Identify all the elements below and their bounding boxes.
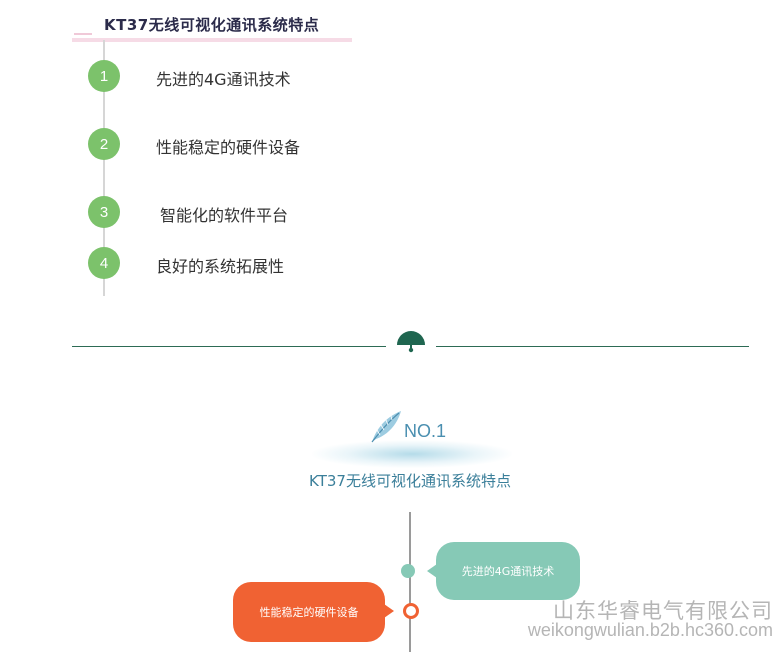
divider-line-left	[72, 346, 386, 347]
step-badge-1: 1	[88, 60, 120, 92]
step-badge-3: 3	[88, 196, 120, 228]
feature-timeline-line	[103, 40, 105, 296]
section-subtitle: KT37无线可视化通讯系统特点	[309, 472, 511, 490]
section-number: NO.1	[404, 421, 447, 441]
step-badge-2: 2	[88, 128, 120, 160]
timeline-dot-2	[403, 603, 419, 619]
feather-icon	[371, 411, 401, 443]
watermark-company: 山东华睿电气有限公司	[553, 599, 773, 623]
divider-line-right	[436, 346, 749, 347]
lower-timeline-line	[409, 512, 411, 652]
title-underline	[72, 38, 352, 42]
step-label-3: 智能化的软件平台	[160, 206, 289, 225]
step-label-4: 良好的系统拓展性	[156, 257, 285, 276]
umbrella-icon	[397, 331, 425, 353]
heading-glow	[312, 440, 512, 468]
page-title: KT37无线可视化通讯系统特点	[104, 16, 320, 34]
title-accent-dash	[74, 33, 92, 35]
feature-bubble-1: 先进的4G通讯技术	[427, 542, 580, 600]
step-label-1: 先进的4G通讯技术	[156, 70, 291, 89]
step-badge-4: 4	[88, 247, 120, 279]
step-label-2: 性能稳定的硬件设备	[156, 138, 301, 157]
feature-bubble-2: 性能稳定的硬件设备	[233, 582, 394, 642]
watermark-url: weikongwulian.b2b.hc360.com	[527, 620, 773, 640]
timeline-dot-1	[401, 564, 415, 578]
